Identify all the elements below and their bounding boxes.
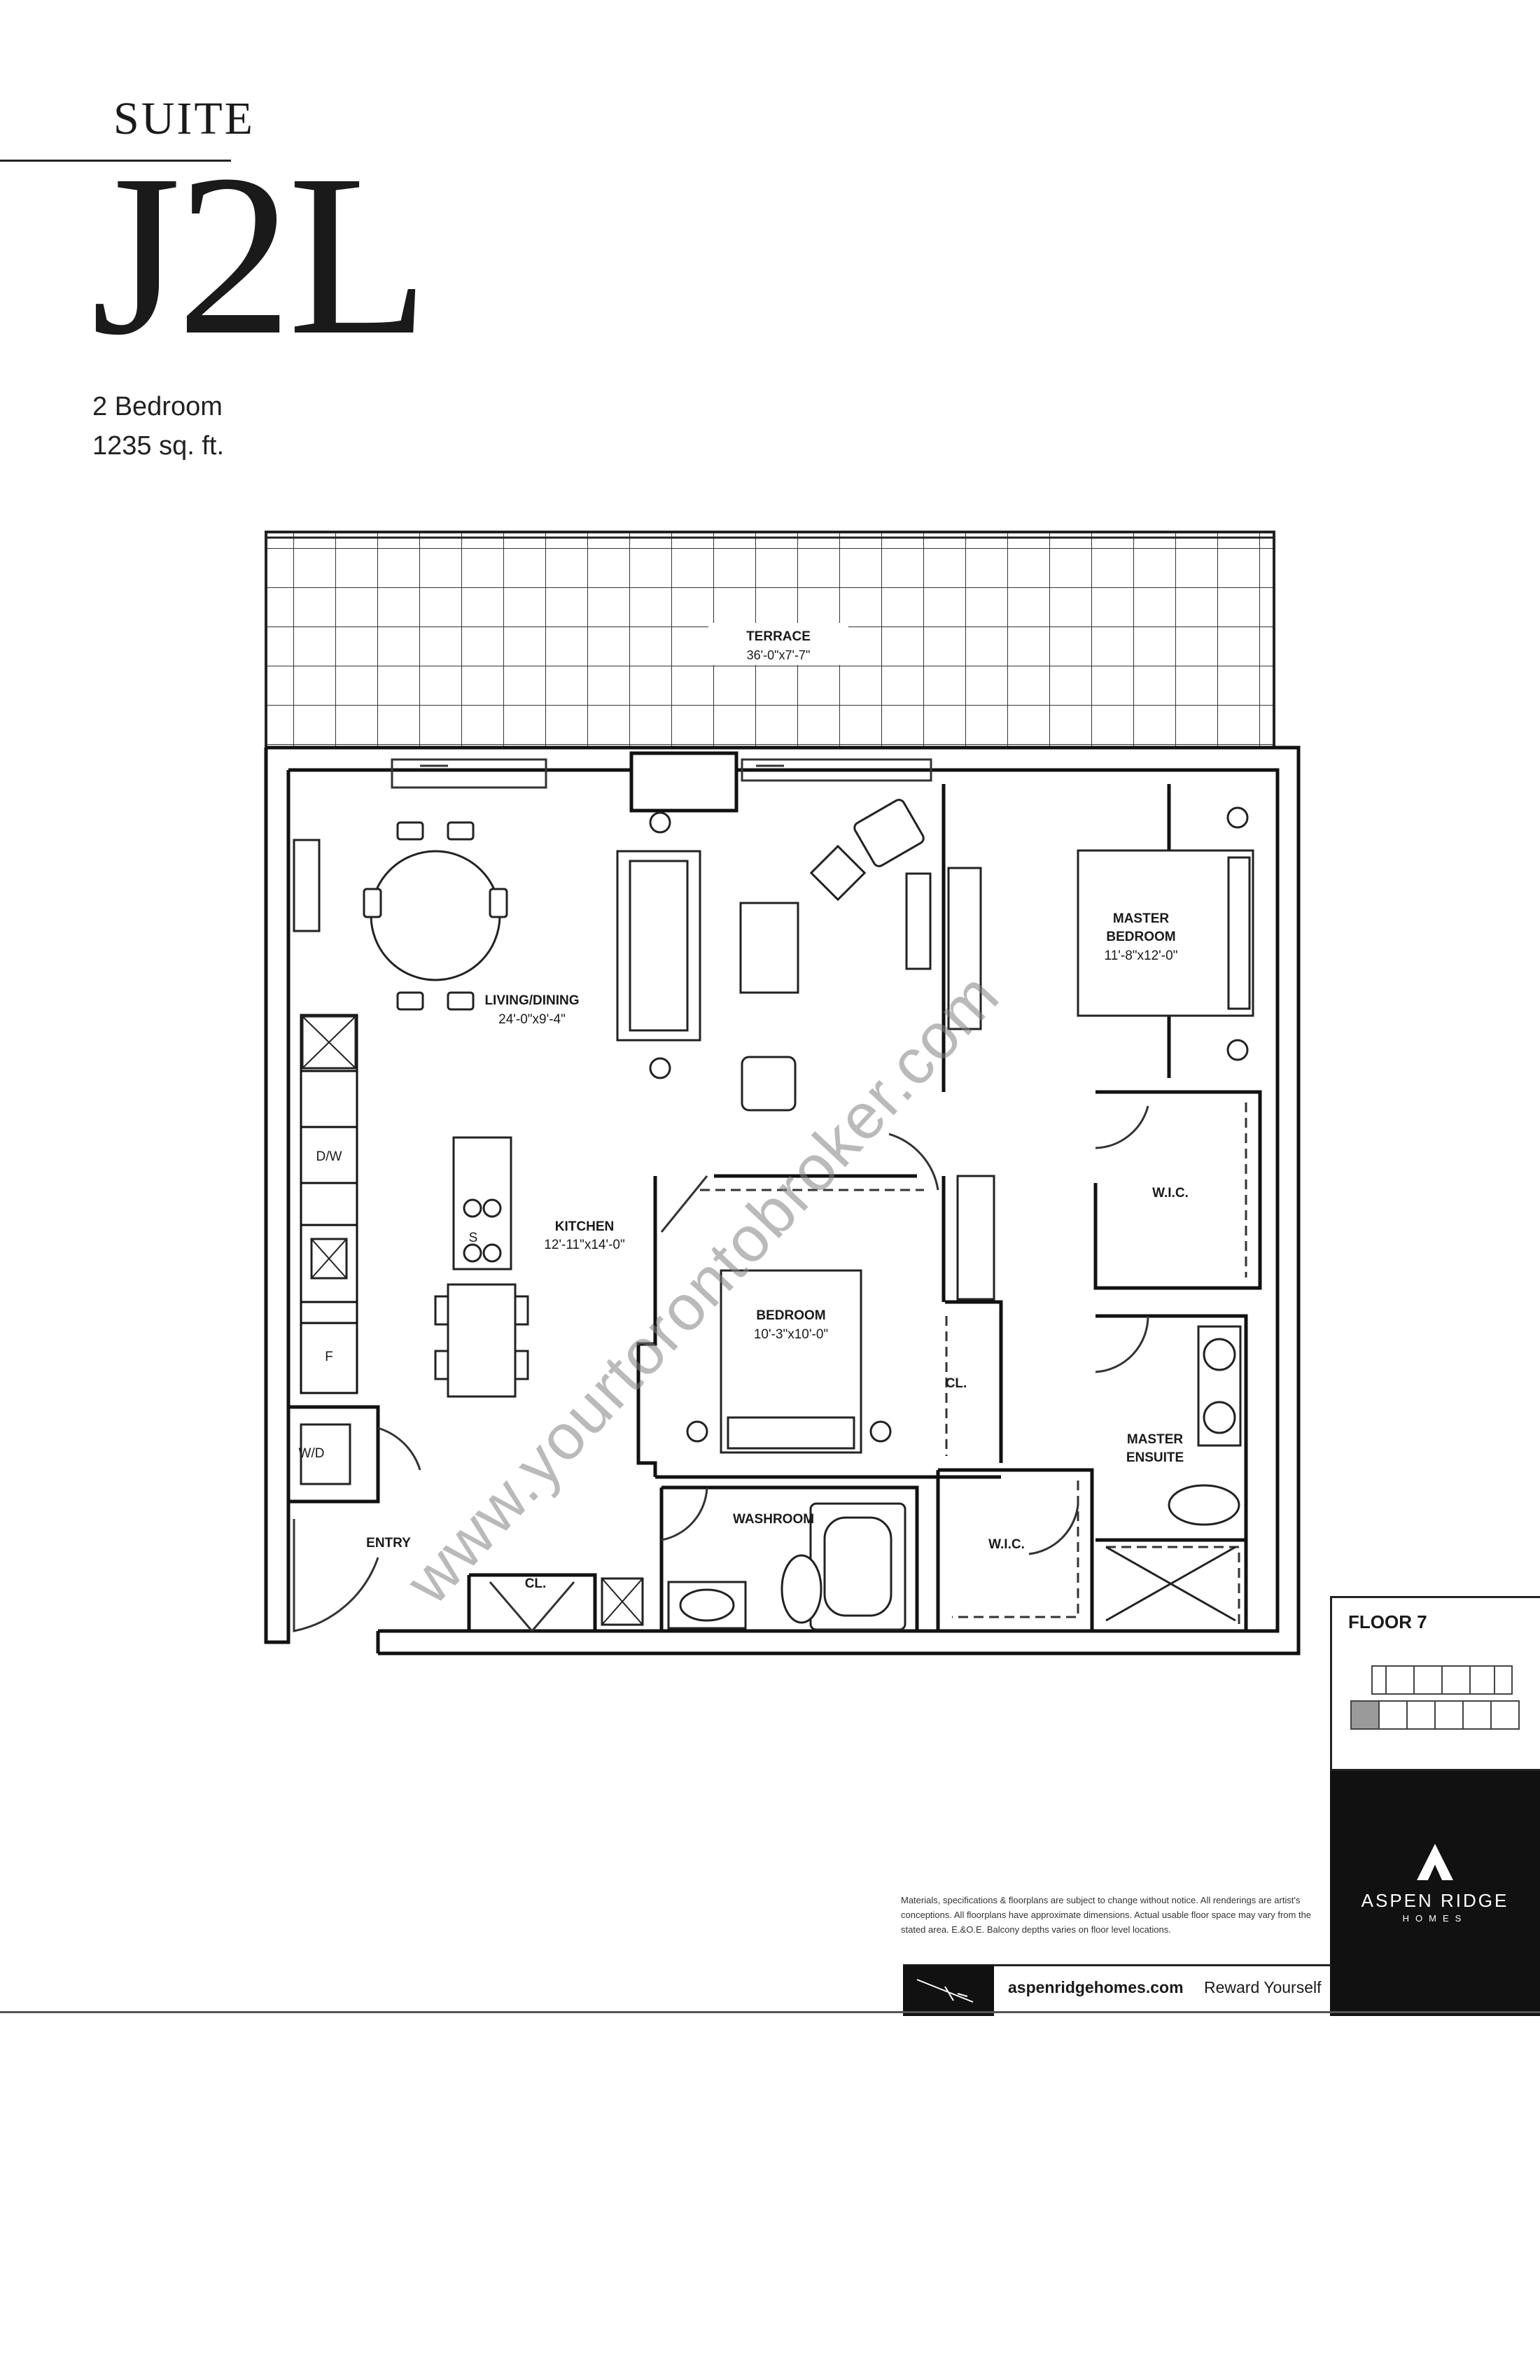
- washroom-label: WASHROOM: [733, 1512, 814, 1527]
- brand-panel: [1330, 1771, 1540, 2016]
- brand-subtitle: HOMES: [1402, 1913, 1468, 1924]
- washer-dryer-label: W/D: [299, 1446, 325, 1461]
- living-dims: 24'-0"x9'-4": [498, 1012, 566, 1027]
- page-bottom-rule: [0, 2011, 1540, 2013]
- room-labels: LIVING/DINING 24'-0"x9'-4" MASTER BEDROO…: [299, 911, 1189, 1591]
- footer-tagline: Reward Yourself: [1204, 1978, 1322, 1996]
- shaft-marks: [302, 1016, 643, 1625]
- shelf-lines: [700, 1102, 1247, 1624]
- header-rule: [0, 160, 231, 162]
- signature-icon: [916, 1979, 974, 2003]
- wic-master-label: W.I.C.: [1152, 1186, 1189, 1200]
- terrace-dims: 36'-0"x7'-7": [747, 648, 811, 662]
- wic-second-label: W.I.C.: [988, 1537, 1025, 1552]
- living-name: LIVING/DINING: [484, 993, 579, 1008]
- fridge-label: F: [325, 1350, 333, 1364]
- disclaimer-text: Materials, specifications & floorplans a…: [901, 1895, 1312, 1935]
- footer-rule: [903, 1964, 1331, 1966]
- ensuite-name-1: MASTER: [1127, 1432, 1184, 1447]
- floor-plan: TERRACE 36'-0"x7'-7": [264, 531, 1301, 1656]
- terrace-name: TERRACE: [746, 629, 811, 644]
- bedroom-name: BEDROOM: [756, 1308, 825, 1323]
- bedroom-closet-label: CL.: [946, 1376, 967, 1391]
- master-bedroom-name-2: BEDROOM: [1106, 930, 1175, 944]
- brand-name: ASPEN RIDGE: [1361, 1890, 1509, 1911]
- suite-code: J2L: [91, 127, 429, 383]
- stove-label: S: [469, 1231, 478, 1245]
- key-plan-diagram: [1350, 1665, 1520, 1730]
- kitchen-name: KITCHEN: [555, 1219, 614, 1234]
- furniture: [293, 799, 1254, 1631]
- entry-label: ENTRY: [366, 1536, 411, 1550]
- master-bedroom-dims: 11'-8"x12'-0": [1105, 948, 1178, 963]
- terrace: TERRACE 36'-0"x7'-7": [265, 531, 1275, 749]
- bedroom-count: 2 Bedroom: [92, 392, 223, 421]
- interior-walls: [288, 751, 1262, 1631]
- footer-logo: [903, 1966, 994, 2016]
- aspen-ridge-logo-icon: [1417, 1844, 1453, 1880]
- door-swings: [293, 1105, 1149, 1632]
- entry-closet-label: CL.: [525, 1576, 547, 1591]
- windows: [391, 758, 932, 789]
- suite-label: SUITE: [113, 93, 255, 144]
- kitchen-dims: 12'-11"x14'-0": [544, 1238, 624, 1252]
- footer-website-link[interactable]: aspenridgehomes.com: [1008, 1978, 1184, 1996]
- suite-area: 1235 sq. ft.: [92, 431, 225, 461]
- master-bedroom-name-1: MASTER: [1113, 911, 1170, 926]
- bedroom-dims: 10'-3"x10'-0": [754, 1327, 828, 1342]
- dishwasher-label: D/W: [316, 1149, 342, 1164]
- key-plan-title: FLOOR 7: [1348, 1611, 1427, 1632]
- ensuite-name-2: ENSUITE: [1126, 1450, 1184, 1465]
- exterior-walls: [264, 746, 1301, 1656]
